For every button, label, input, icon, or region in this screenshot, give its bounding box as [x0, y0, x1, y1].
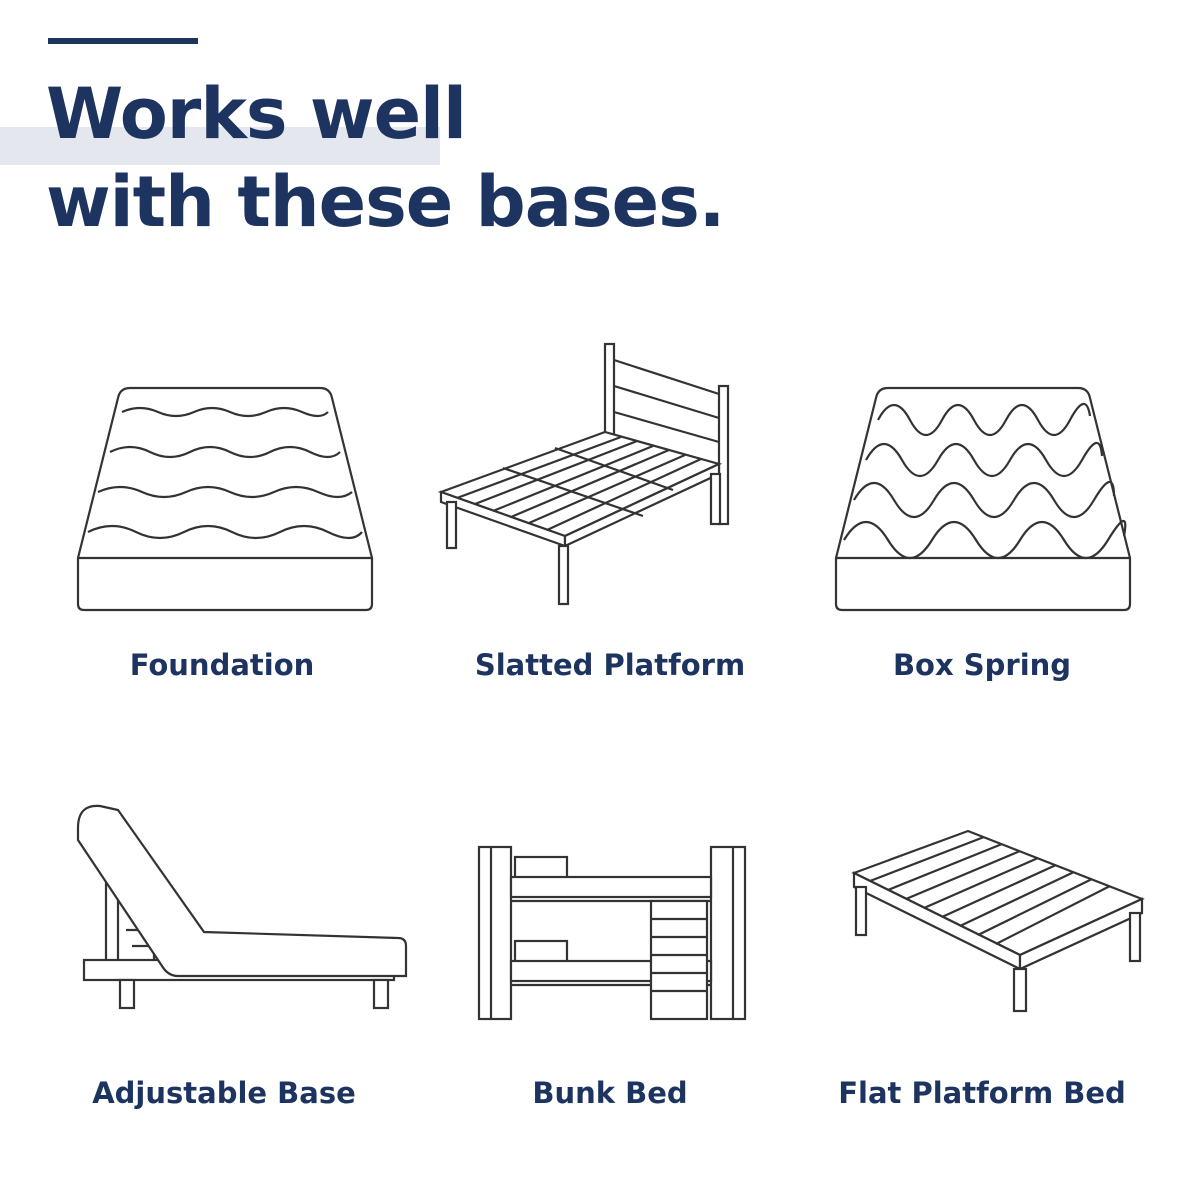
base-label-box-spring: Box Spring [892, 648, 1072, 682]
adjustable-base-icon [76, 800, 418, 1015]
base-label-bunk-bed: Bunk Bed [532, 1076, 688, 1110]
foundation-icon [70, 380, 380, 620]
base-label-adjustable-base: Adjustable Base [92, 1076, 356, 1110]
slatted-platform-icon [435, 340, 745, 610]
accent-rule [48, 38, 198, 44]
headline: Works well with these bases. [46, 70, 725, 246]
bunk-bed-icon [475, 845, 750, 1025]
headline-highlight [0, 127, 440, 165]
headline-line-1: Works well [46, 73, 467, 155]
base-label-flat-platform-bed: Flat Platform Bed [838, 1076, 1126, 1110]
base-label-slatted-platform: Slatted Platform [474, 648, 746, 682]
box-spring-icon [828, 380, 1138, 620]
base-label-foundation: Foundation [129, 648, 315, 682]
headline-line-2: with these bases. [46, 161, 725, 243]
flat-platform-bed-icon [850, 825, 1150, 1015]
